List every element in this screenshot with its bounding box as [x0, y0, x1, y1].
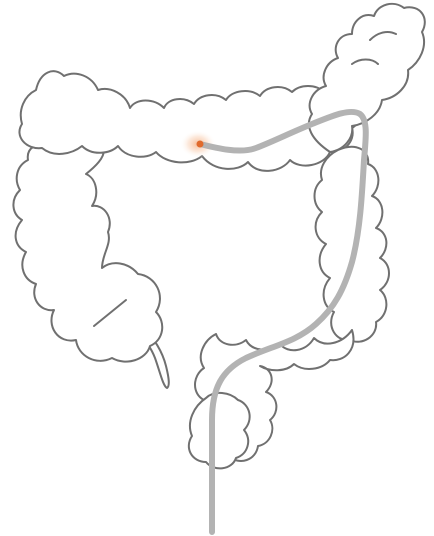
scope-tip: [197, 141, 204, 148]
colon-outline: [13, 4, 424, 469]
ascending-colon: [13, 143, 162, 361]
